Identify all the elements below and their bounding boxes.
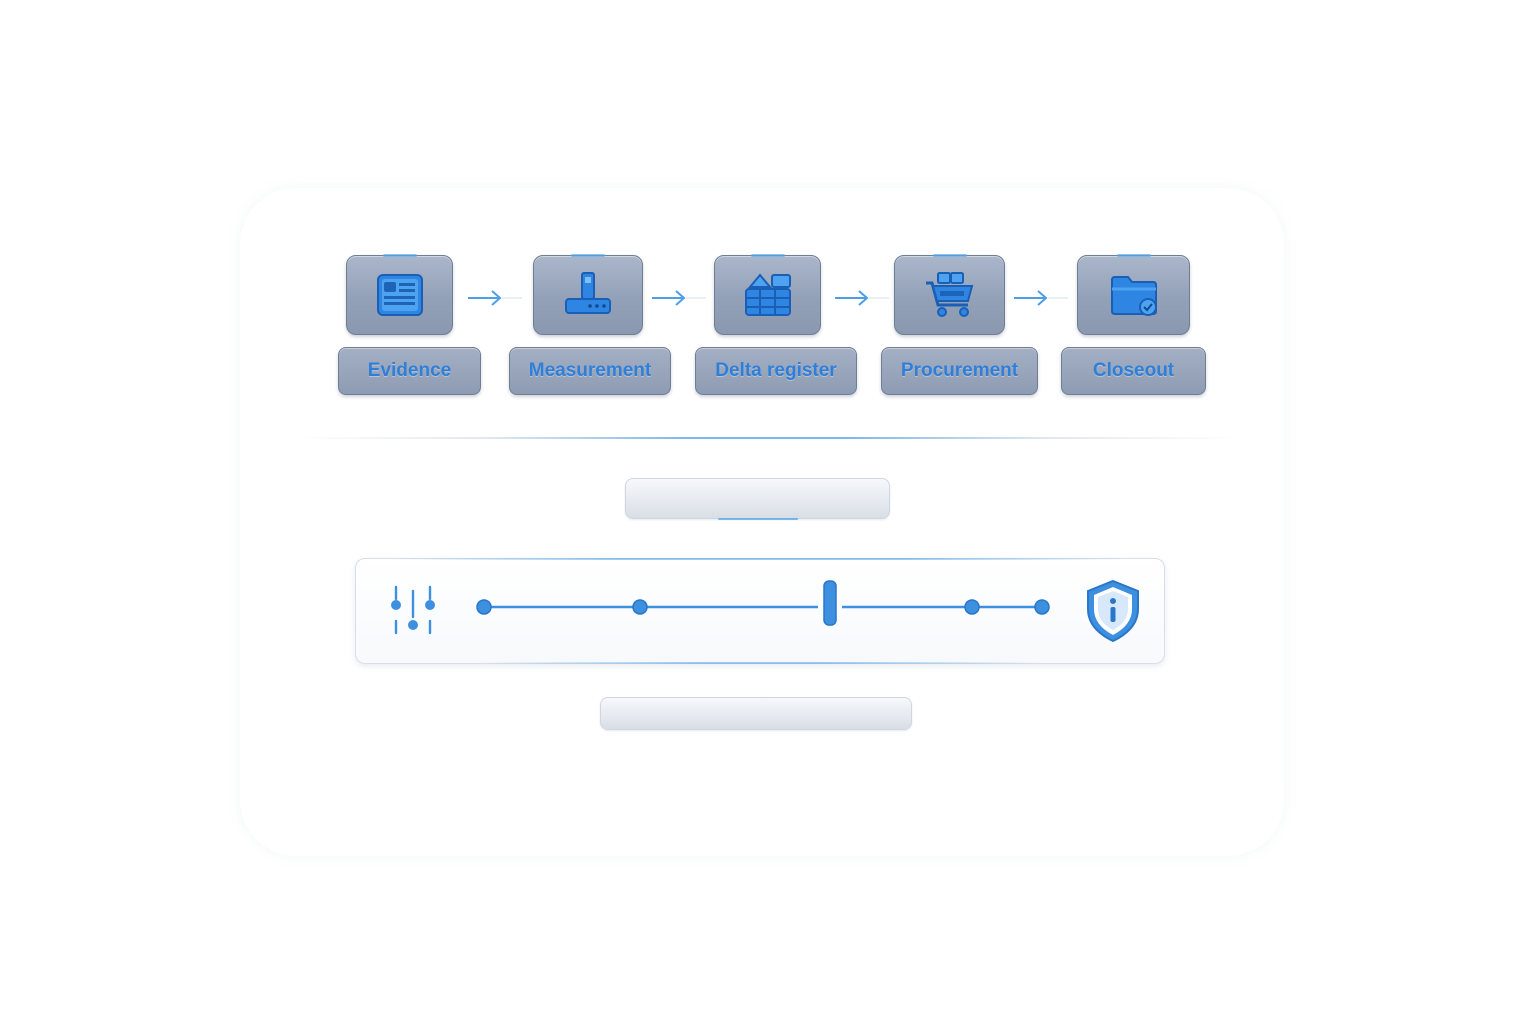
section-divider [296,437,1240,439]
step-measurement-tile[interactable] [533,254,643,335]
id-card-icon [376,274,423,316]
step-measurement-label[interactable]: Measurement [509,347,671,395]
arrow-right-icon [652,290,706,306]
arrow-right-icon [835,290,889,306]
arrow-right-icon [468,290,522,306]
step-closeout-label[interactable]: Closeout [1061,347,1206,395]
timeline-marker [823,580,837,626]
step-delta-register-label[interactable]: Delta register [695,347,857,395]
timeline-node [632,599,648,615]
sliders-icon[interactable] [386,583,436,639]
step-closeout-tile[interactable] [1077,254,1190,335]
timeline-node [964,599,980,615]
measuring-device-icon [565,272,611,314]
step-procurement-tile[interactable] [894,254,1005,335]
step-evidence-label[interactable]: Evidence [338,347,481,395]
folder-check-icon [1110,276,1157,316]
step-delta-register-tile[interactable] [714,254,821,335]
step-evidence-tile[interactable] [346,254,453,335]
control-bar [355,558,1165,664]
footer-placeholder-bar [600,697,912,730]
timeline-node-end [1034,599,1050,615]
summary-placeholder-bar [625,478,890,520]
shopping-cart-icon [925,272,973,317]
step-procurement-label[interactable]: Procurement [881,347,1038,395]
timeline-node-start [476,599,492,615]
arrow-right-icon [1014,290,1068,306]
register-grid-icon [744,273,791,316]
timeline-track[interactable] [466,577,1056,637]
shield-info-icon[interactable] [1082,577,1144,645]
